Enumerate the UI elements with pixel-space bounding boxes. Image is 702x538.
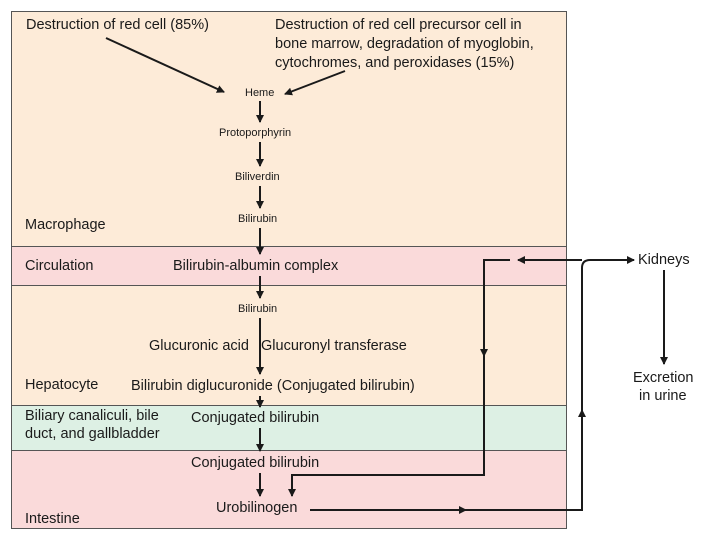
- bilirubin-hepatocyte-label: Bilirubin: [238, 303, 278, 315]
- heme-label: Heme: [245, 87, 275, 99]
- protoporphyrin-label: Protoporphyrin: [219, 127, 292, 139]
- bilirubin-diglucuronide-label: Bilirubin diglucuronide (Conjugated bili…: [131, 378, 415, 394]
- macrophage-label: Macrophage: [25, 217, 106, 233]
- biliary-compartment: [11, 405, 567, 450]
- urobilinogen-label: Urobilinogen: [216, 500, 298, 516]
- conjugated-bilirubin-biliary-label: Conjugated bilirubin: [191, 410, 320, 426]
- intestine-label: Intestine: [25, 511, 80, 527]
- kidneys-label: Kidneys: [638, 252, 690, 268]
- circulation-label: Circulation: [25, 258, 94, 274]
- precursor-destruction-line-1: Destruction of red cell precursor cell i…: [275, 17, 522, 33]
- urobilinogen-to-riser-line: [466, 409, 586, 511]
- glucuronic-acid-label: Glucuronic acid: [149, 338, 249, 354]
- circulation-compartment: [11, 246, 567, 285]
- excretion-label-line-1: Excretion: [633, 370, 694, 386]
- red-cell-to-heme-arrow: [105, 37, 225, 93]
- hepatocyte-compartment: [11, 285, 567, 405]
- red-cell-destruction-label: Destruction of red cell (85%): [26, 17, 209, 33]
- bilirubin-albumin-complex-label: Bilirubin-albumin complex: [173, 258, 339, 274]
- glucuronyl-transferase-label: Glucuronyl transferase: [261, 338, 407, 354]
- biliary-label-line-1: Biliary canaliculi, bile: [25, 408, 159, 424]
- precursor-destruction-line-3: cytochromes, and peroxidases (15%): [275, 55, 515, 71]
- bilirubin-macrophage-label: Bilirubin: [238, 213, 278, 225]
- macrophage-compartment: [11, 11, 567, 246]
- biliverdin-label: Biliverdin: [235, 171, 280, 183]
- biliary-label-line-2: duct, and gallbladder: [25, 426, 160, 442]
- hepatocyte-label: Hepatocyte: [25, 377, 99, 393]
- enterohepatic-return-line: [288, 259, 510, 497]
- precursor-to-heme-arrow: [284, 70, 346, 96]
- precursor-destruction-line-2: bone marrow, degradation of myoglobin,: [275, 36, 534, 52]
- excretion-label-line-2: in urine: [639, 388, 687, 404]
- conjugated-bilirubin-intestine-label: Conjugated bilirubin: [191, 455, 320, 471]
- branch-curve: [581, 259, 591, 269]
